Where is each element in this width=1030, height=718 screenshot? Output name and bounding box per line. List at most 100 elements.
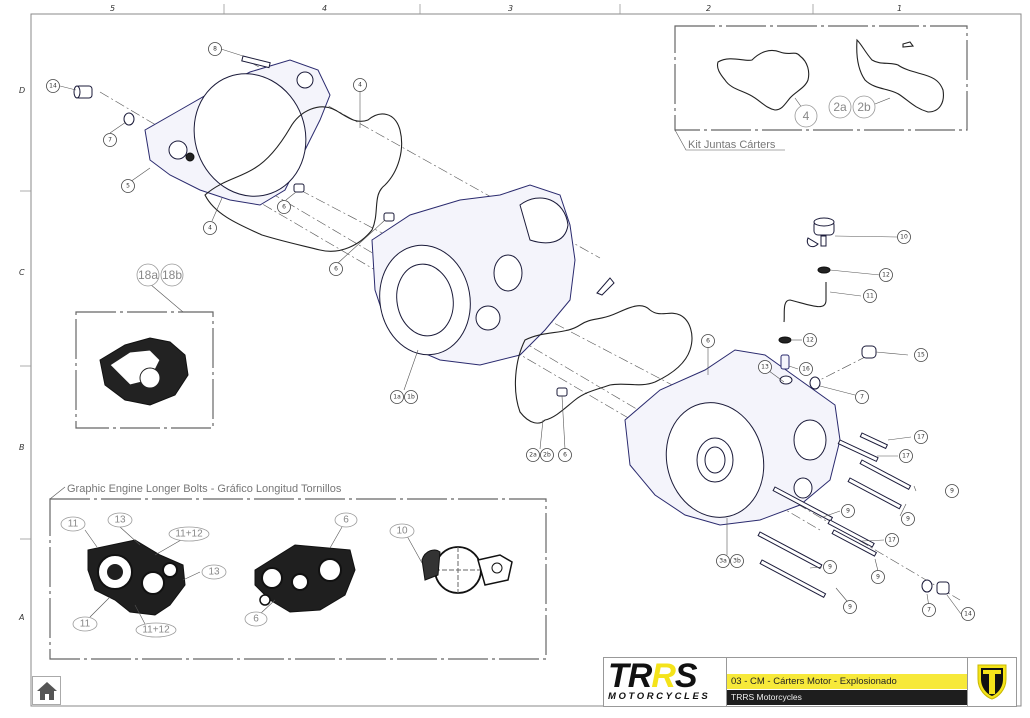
- bolts-balloon-13: 13: [201, 564, 227, 580]
- callout-17: 17: [885, 533, 899, 547]
- column-label-5: 5: [110, 4, 115, 13]
- bolts-balloon-11: 11: [60, 516, 86, 532]
- sheet-frame: [30, 13, 1022, 707]
- callout-4-upper: 4: [353, 78, 367, 92]
- svg-text:9: 9: [876, 574, 880, 581]
- kit-balloon-4: 4: [794, 104, 818, 128]
- longer-bolts-title: Graphic Engine Longer Bolts - Gráfico Lo…: [67, 483, 342, 495]
- svg-text:11+12: 11+12: [142, 625, 170, 636]
- svg-text:4: 4: [208, 225, 212, 232]
- title-block: TRRS MOTORCYCLES 03 - CM - Cárters Motor…: [603, 657, 1017, 707]
- svg-text:4: 4: [358, 82, 362, 89]
- svg-text:1a: 1a: [393, 394, 401, 401]
- callout-17: 17: [899, 449, 913, 463]
- bolts-balloon-11: 11: [72, 616, 98, 632]
- callout-6: 6: [558, 448, 572, 462]
- svg-text:13: 13: [761, 364, 769, 371]
- column-label-4: 4: [322, 4, 327, 13]
- crankcase-bolts: [757, 432, 950, 599]
- svg-text:1b: 1b: [407, 394, 415, 401]
- crankcase-assembly-inset: 18a 18b: [75, 263, 214, 429]
- svg-text:7: 7: [927, 607, 931, 614]
- left-crankcase-part: [371, 184, 576, 366]
- svg-text:15: 15: [917, 352, 925, 359]
- clutch-cover-part: [144, 59, 331, 206]
- svg-text:6: 6: [563, 452, 567, 459]
- svg-text:10: 10: [900, 234, 908, 241]
- svg-text:17: 17: [888, 537, 896, 544]
- breather-assembly: [778, 217, 877, 390]
- center-gasket-2a-2b: [514, 305, 693, 424]
- bolts-balloon-10: 10: [389, 523, 415, 539]
- bolts-balloon-11-12: 11+12: [135, 622, 177, 638]
- svg-text:14: 14: [964, 611, 972, 618]
- brand-subtitle: MOTORCYCLES: [608, 691, 711, 702]
- svg-text:6: 6: [253, 614, 259, 625]
- shield-logo-icon: [967, 658, 1016, 706]
- svg-text:14: 14: [49, 83, 57, 90]
- callout-9: 9: [823, 560, 837, 574]
- svg-text:3b: 3b: [733, 558, 741, 565]
- callout-9: 9: [871, 570, 885, 584]
- callout-9: 9: [841, 504, 855, 518]
- drawing-title: 03 - CM - Cárters Motor - Explosionado: [727, 674, 967, 689]
- trrs-logo: TRRS MOTORCYCLES: [604, 658, 727, 706]
- callout-15: 15: [914, 348, 928, 362]
- assembly-balloon-18b: 18b: [160, 263, 184, 287]
- callout-8: 8: [208, 42, 222, 56]
- row-label-a: A: [18, 613, 24, 622]
- column-label-1: 1: [897, 4, 902, 13]
- home-button[interactable]: [32, 676, 61, 705]
- svg-text:3a: 3a: [719, 558, 727, 565]
- longer-bolts-inset: Graphic Engine Longer Bolts - Gráfico Lo…: [49, 483, 547, 660]
- svg-text:18b: 18b: [162, 268, 182, 282]
- svg-text:8: 8: [213, 46, 217, 53]
- callout-7: 7: [855, 390, 869, 404]
- callout-9: 9: [945, 484, 959, 498]
- callout-14: 14: [961, 607, 975, 621]
- callout-10: 10: [897, 230, 911, 244]
- svg-text:6: 6: [282, 204, 286, 211]
- callout-7: 7: [922, 603, 936, 617]
- callout-12: 12: [879, 268, 893, 282]
- svg-text:10: 10: [396, 526, 408, 537]
- callout-2a: 2a: [526, 448, 540, 462]
- callout-11: 11: [863, 289, 877, 303]
- column-label-2: 2: [706, 4, 711, 13]
- row-label-b: B: [19, 443, 25, 452]
- clutch-cover-gasket-4: [204, 106, 403, 252]
- svg-text:9: 9: [846, 508, 850, 515]
- brand-wordmark: TRRS: [608, 657, 698, 695]
- svg-text:7: 7: [860, 394, 864, 401]
- home-icon: [36, 681, 57, 700]
- bolts-balloon-6: 6: [334, 512, 358, 528]
- callout-13: 13: [758, 360, 772, 374]
- svg-text:13: 13: [114, 515, 126, 526]
- row-label-d: D: [19, 86, 25, 95]
- svg-text:16: 16: [802, 366, 810, 373]
- svg-text:18a: 18a: [138, 268, 158, 282]
- dowel-part-6c: [556, 387, 568, 397]
- svg-text:12: 12: [882, 272, 890, 279]
- bolts-balloon-11-12: 11+12: [168, 526, 210, 542]
- callout-6: 6: [277, 200, 291, 214]
- callout-6: 6: [701, 334, 715, 348]
- callout-16: 16: [799, 362, 813, 376]
- callout-9: 9: [901, 512, 915, 526]
- callout-6: 6: [329, 262, 343, 276]
- svg-text:11: 11: [866, 293, 874, 300]
- gasket-kit-inset: 4 2a 2b Kit Juntas Cárters: [674, 25, 968, 151]
- svg-text:6: 6: [334, 266, 338, 273]
- svg-text:17: 17: [917, 434, 925, 441]
- svg-text:2a: 2a: [529, 452, 537, 459]
- column-ticks: [20, 4, 814, 540]
- row-label-c: C: [19, 268, 25, 277]
- callout-4-lower: 4: [203, 221, 217, 235]
- svg-text:4: 4: [803, 109, 810, 123]
- callout-5: 5: [121, 179, 135, 193]
- kit-balloon-2a: 2a: [828, 95, 852, 119]
- gasket-kit-title: Kit Juntas Cárters: [688, 139, 776, 151]
- bolts-balloon-6: 6: [244, 611, 268, 627]
- svg-text:12: 12: [806, 337, 814, 344]
